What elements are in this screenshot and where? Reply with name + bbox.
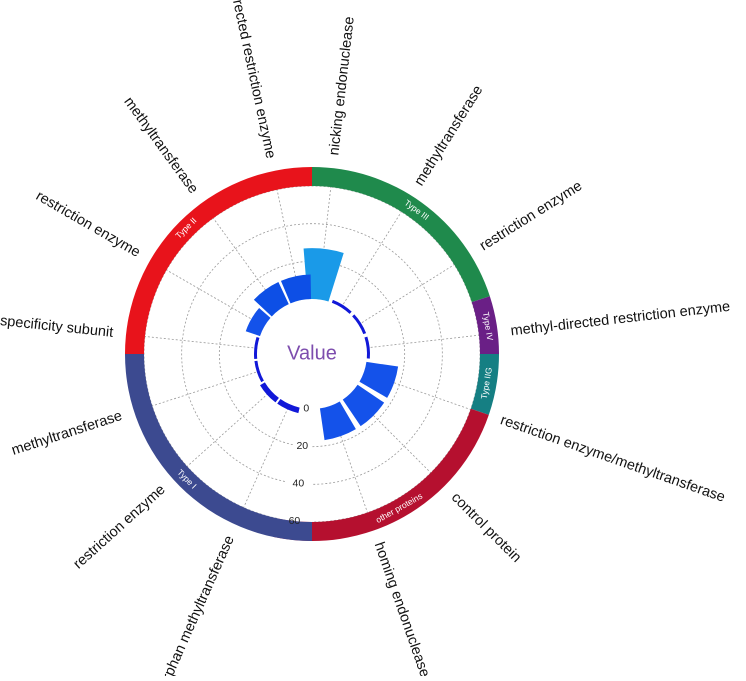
grid-spoke	[212, 217, 280, 310]
bar-11	[245, 308, 271, 337]
grid-circle	[143, 185, 481, 523]
bar-13	[280, 274, 312, 304]
tick-label: 40	[293, 477, 305, 489]
group-arc-1	[471, 296, 499, 354]
category-label: homing endonuclease	[371, 540, 433, 676]
bar-6	[319, 401, 356, 441]
group-arc-4	[125, 354, 312, 541]
bars	[245, 248, 399, 441]
category-label: control protein	[448, 490, 524, 566]
grid-circle	[181, 223, 443, 485]
tick-label: 0	[303, 402, 309, 414]
bar-8	[260, 382, 279, 403]
bar-7	[277, 399, 300, 414]
tick-label: 60	[289, 515, 301, 527]
grid-spoke	[350, 392, 432, 474]
category-label: methyl-directed restriction enzyme	[510, 299, 731, 340]
bar-2	[352, 314, 367, 335]
category-label: restriction enzyme/methyltransferase	[498, 412, 727, 505]
bar-9	[254, 360, 264, 383]
category-label: methyltransferase	[411, 83, 486, 189]
category-label: restriction enzyme	[70, 482, 168, 573]
grid	[143, 185, 481, 523]
center-label: Value	[287, 342, 337, 364]
group-label: Type IV	[481, 311, 495, 341]
grid-spoke	[144, 336, 258, 349]
radial-ticks: 0 20 40 60	[289, 402, 310, 526]
grid-spoke	[186, 390, 272, 467]
category-label: methyltransferase	[10, 408, 125, 459]
bar-3	[364, 336, 370, 359]
category-label: restriction enzyme	[33, 188, 143, 261]
bar-4	[359, 361, 399, 398]
bar-0	[303, 248, 344, 302]
bar-5	[342, 384, 385, 427]
category-label: methyltransferase	[120, 94, 201, 197]
grid-spoke	[340, 211, 402, 308]
grid-spoke	[276, 189, 301, 301]
group-arc-0	[312, 167, 490, 303]
grid-spoke	[317, 187, 332, 300]
grid-spoke	[243, 404, 290, 508]
grid-spoke	[358, 264, 455, 326]
category-label: orphan methyltransferase	[156, 533, 237, 676]
category-label: methyl-directed restriction enzyme	[217, 0, 279, 160]
grid-spoke	[166, 269, 265, 327]
category-label: restriction enzyme	[477, 178, 585, 254]
category-label: nicking endonuclease	[326, 16, 358, 156]
group-arc-5	[125, 167, 312, 354]
bar-10	[254, 337, 260, 360]
bar-12	[253, 281, 289, 317]
category-label: specificity subunit	[0, 313, 114, 341]
grid-spoke	[366, 334, 479, 349]
grid-spoke	[363, 371, 471, 410]
tick-label: 20	[296, 440, 308, 452]
bar-1	[331, 299, 352, 314]
grid-spoke	[329, 405, 368, 513]
grid-spoke	[152, 370, 260, 407]
group-arc-2	[470, 354, 499, 415]
